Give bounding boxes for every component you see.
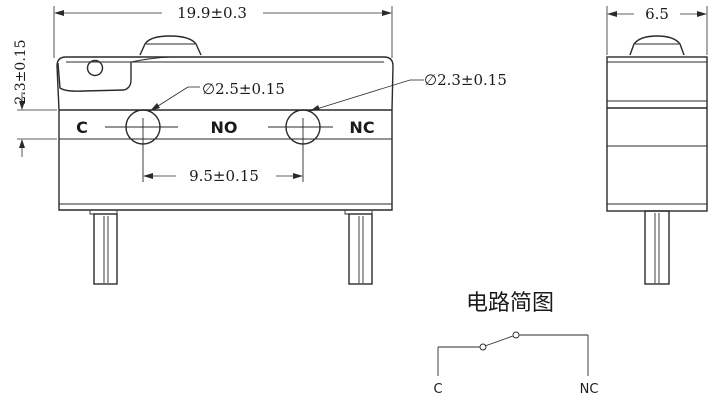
lever-pivot <box>86 59 104 77</box>
dim-hole-nc: ∅2.3±0.15 <box>424 71 507 89</box>
dim-overall-width: 19.9±0.3 <box>177 4 247 22</box>
terminal-pin-nc <box>348 213 373 285</box>
side-view: 6.5 <box>606 5 708 285</box>
dim-hole-spacing: 9.5±0.15 <box>189 167 259 185</box>
circuit-label-nc: NC <box>580 382 599 397</box>
dim-side-width: 6.5 <box>645 5 669 23</box>
plunger <box>139 35 202 56</box>
label-no: NO <box>211 118 238 137</box>
front-view: C NO NC <box>56 35 394 285</box>
front-dimensions: 19.9±0.3 ∅2.5±0.15 ∅2.3±0.15 9.5±0.15 2.… <box>13 4 507 185</box>
lever-hook <box>57 62 132 92</box>
switch-body <box>58 110 393 211</box>
side-terminal-pin <box>644 210 670 285</box>
top-cap <box>56 56 394 111</box>
side-body <box>606 56 708 212</box>
side-plunger <box>629 35 685 56</box>
circuit-label-c: C <box>433 382 442 397</box>
terminal-pin-c <box>93 213 118 285</box>
circuit-title: 电路简图 <box>466 291 554 316</box>
circuit-diagram: 电路简图 C NC <box>433 291 598 397</box>
dim-height: 2.3±0.15 <box>13 39 29 104</box>
label-nc: NC <box>349 118 374 137</box>
dim-hole-c: ∅2.5±0.15 <box>202 80 285 98</box>
label-c: C <box>76 118 88 137</box>
